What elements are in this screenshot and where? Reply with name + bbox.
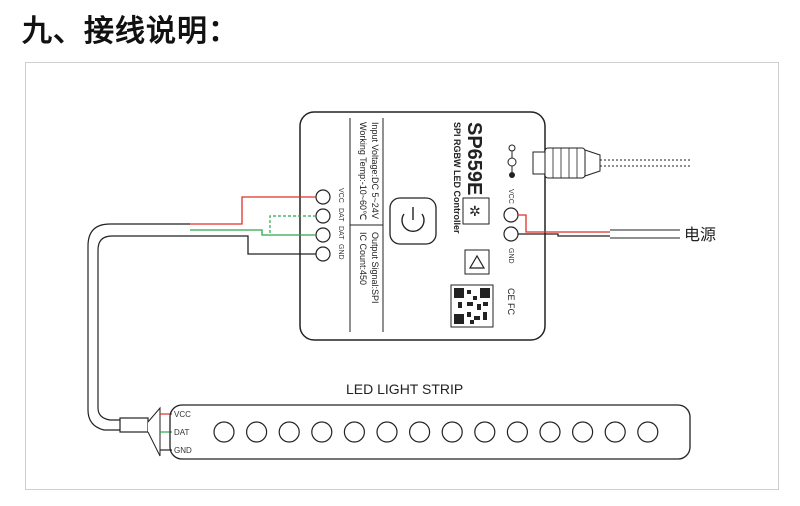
power-icon [401, 213, 425, 233]
qr-code [450, 284, 494, 328]
led-4 [311, 421, 333, 443]
left-terminal-vcc[interactable] [315, 189, 331, 205]
right-terminal-gnd[interactable] [503, 226, 519, 242]
strip-wire-dat-dashed [269, 215, 316, 234]
led-3 [278, 421, 300, 443]
spec-ic-count: IC Count:450 [358, 232, 368, 285]
left-pin-dat2-label: DAT [337, 226, 344, 240]
spec-input-voltage: Input Voltage:DC 5~24V [370, 122, 380, 219]
certification-marks: CE FC [506, 288, 516, 316]
strip-connector [119, 417, 149, 433]
dc-plug [532, 147, 690, 179]
led-2 [246, 421, 268, 443]
bluetooth-logo-box [462, 197, 490, 225]
strip-cable-inner [97, 235, 190, 421]
led-6 [376, 421, 398, 443]
led-7 [409, 421, 431, 443]
dc-jack-symbol [507, 144, 517, 178]
app-logo-box [464, 249, 490, 275]
strip-wire-fan [147, 406, 161, 457]
strip-wire-gnd-black [190, 235, 316, 255]
controller-subtitle: SPI RGBW LED Controller [452, 122, 462, 234]
diagram-frame [25, 62, 779, 490]
led-row [213, 421, 659, 443]
strip-pin-vcc-label: VCC [174, 410, 191, 419]
spec-output-signal: Output Signal:SPI [370, 232, 380, 304]
led-14 [637, 421, 659, 443]
led-5 [343, 421, 365, 443]
left-terminal-dat1[interactable] [315, 208, 331, 224]
right-terminal-vcc[interactable] [503, 207, 519, 223]
spec-working-temp: Working Temp:-10~60℃ [358, 122, 368, 220]
strip-wire-dat-green [190, 229, 316, 236]
led-12 [571, 421, 594, 443]
strip-pin-dat-label: DAT [174, 428, 190, 437]
controller-model: SP659E [463, 122, 485, 195]
led-8 [441, 421, 463, 443]
section-title: 九、接线说明： [22, 14, 239, 49]
right-pin-gnd-label: GND [507, 248, 514, 264]
left-terminal-dat2[interactable] [315, 227, 331, 243]
strip-wire-vcc-red [190, 196, 316, 225]
power-button[interactable] [389, 197, 437, 245]
right-pin-vcc-label: VCC [507, 189, 514, 204]
led-strip-body [169, 404, 691, 460]
led-13 [604, 421, 626, 443]
left-pin-gnd-label: GND [337, 244, 344, 260]
led-1 [213, 421, 235, 443]
led-11 [539, 421, 561, 443]
led-9 [474, 421, 496, 443]
power-wire-black [518, 233, 610, 237]
power-label: 电源 [684, 226, 716, 244]
left-terminal-gnd[interactable] [315, 246, 331, 262]
led-10 [506, 421, 529, 443]
strip-cable-outer [87, 223, 190, 431]
power-wire-red [518, 214, 610, 233]
bluetooth-logo-icon: ✲ [469, 203, 481, 219]
left-pin-vcc-label: VCC [337, 188, 344, 203]
app-logo-icon [468, 254, 486, 269]
left-pin-dat1-label: DAT [337, 208, 344, 222]
strip-label: LED LIGHT STRIP [346, 381, 463, 397]
strip-pin-gnd-label: GND [174, 446, 192, 455]
